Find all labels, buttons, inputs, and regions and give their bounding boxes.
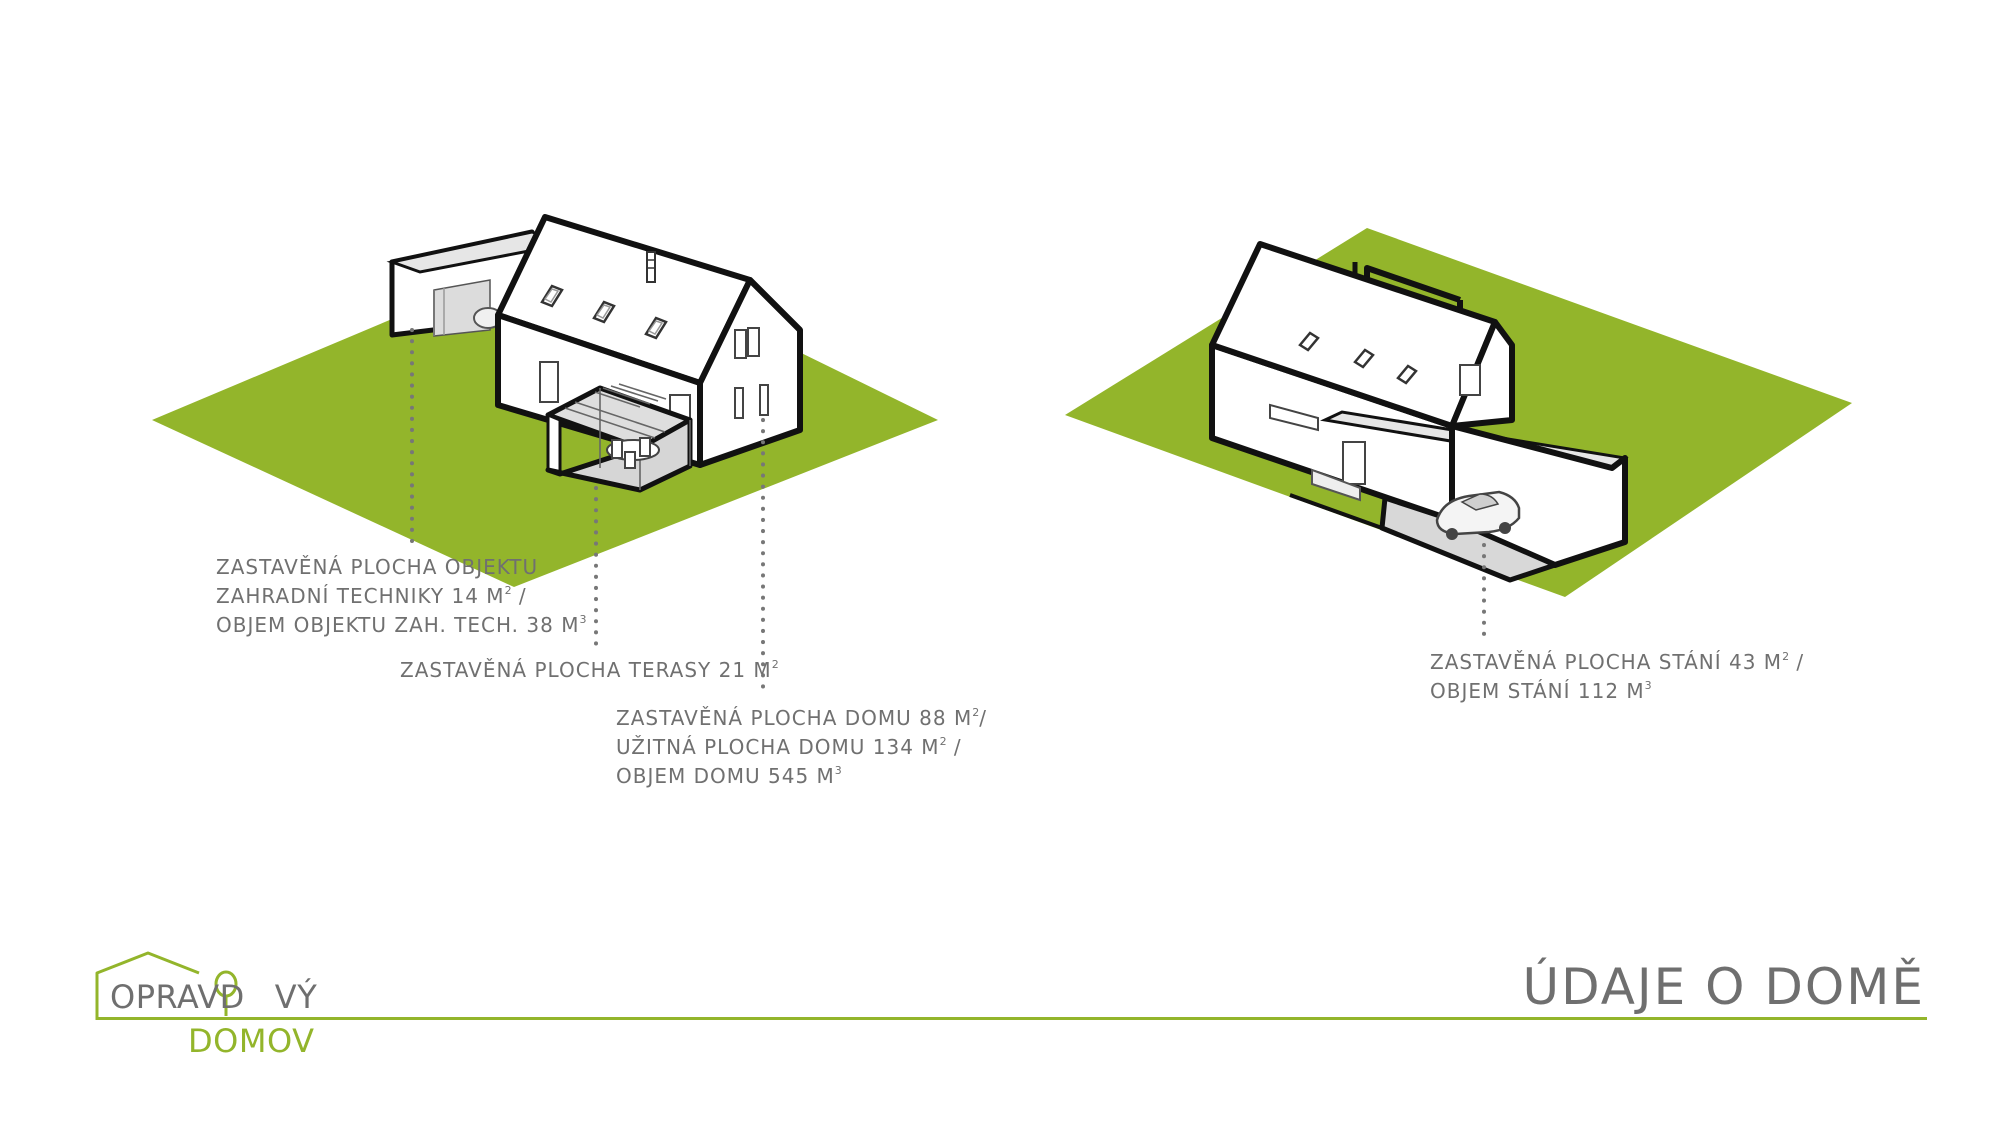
logo-wordmark-bottom: DOMOV [188,1022,315,1060]
footer-divider [97,1017,1927,1020]
house-label: ZASTAVĚNÁ PLOCHA DOMU 88 M2/ UŽITNÁ PLOC… [616,706,987,788]
front-wall-openings [1269,403,1366,485]
roof-windows [540,284,668,340]
page-title: ÚDAJE O DOMĚ [1522,958,1925,1016]
right-house-model [1065,228,1852,642]
chimney-icon [646,251,656,283]
left-house-gable [697,277,803,468]
left-leader-lines [410,328,765,692]
terrace-label: ZASTAVĚNÁ PLOCHA TERASY 21 M2 [400,658,779,682]
left-house-model [152,214,938,692]
garden-shed-label: ZASTAVĚNÁ PLOCHA OBJEKTU ZAHRADNÍ TECHNI… [216,555,587,637]
left-house [495,214,803,493]
house-logo-icon [95,951,200,1020]
gable-windows [734,327,769,419]
carport-label: ZASTAVĚNÁ PLOCHA STÁNÍ 43 M2 / OBJEM STÁ… [1430,650,1805,703]
pin-logo-icon [214,970,238,1016]
right-house-gable [1449,319,1515,429]
car-icon [1435,490,1521,540]
pergola-icon [545,383,693,493]
roof-windows-right [1298,331,1418,385]
gable-windows-right [1459,364,1481,396]
